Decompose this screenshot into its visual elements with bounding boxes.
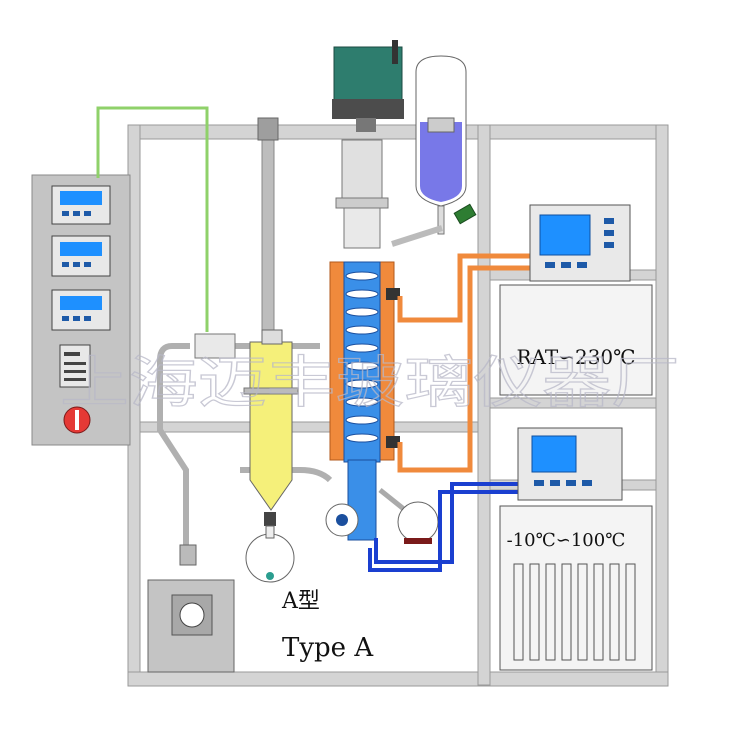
- display-1: [60, 191, 102, 205]
- control-panel: [31, 174, 131, 446]
- cold-trap-head: [194, 333, 236, 359]
- support-rod: [257, 117, 279, 340]
- controller-2: [51, 235, 111, 277]
- motor-icon: [332, 40, 404, 132]
- watermark: 上海迈丰玻璃仪器厂: [60, 351, 680, 416]
- heater-bath: RAT∽230℃: [499, 204, 653, 396]
- sensor-line: [96, 106, 209, 332]
- heating-lines: [397, 253, 530, 473]
- heater-range-label: RAT∽230℃: [516, 345, 635, 369]
- cooling-lines: [368, 482, 518, 572]
- vacuum-pump: [147, 544, 235, 673]
- residue-receiver: [243, 329, 299, 583]
- model-label-en: Type A: [282, 633, 374, 663]
- meter: [59, 344, 91, 388]
- distillate-flasks: [325, 488, 439, 544]
- display-2: [60, 242, 102, 256]
- model-label-cn: A型: [281, 589, 320, 614]
- controller-1: [51, 185, 111, 225]
- feed-funnel: [391, 55, 477, 247]
- power-switch: [63, 406, 91, 434]
- chiller-range-label: -10℃∽100℃: [507, 530, 626, 551]
- chiller-vents: [513, 563, 636, 661]
- display-3: [60, 296, 102, 310]
- evaporator-column: [329, 139, 400, 541]
- controller-3: [51, 289, 111, 331]
- chiller: -10℃∽100℃: [499, 427, 653, 671]
- condenser-coil: [345, 271, 379, 443]
